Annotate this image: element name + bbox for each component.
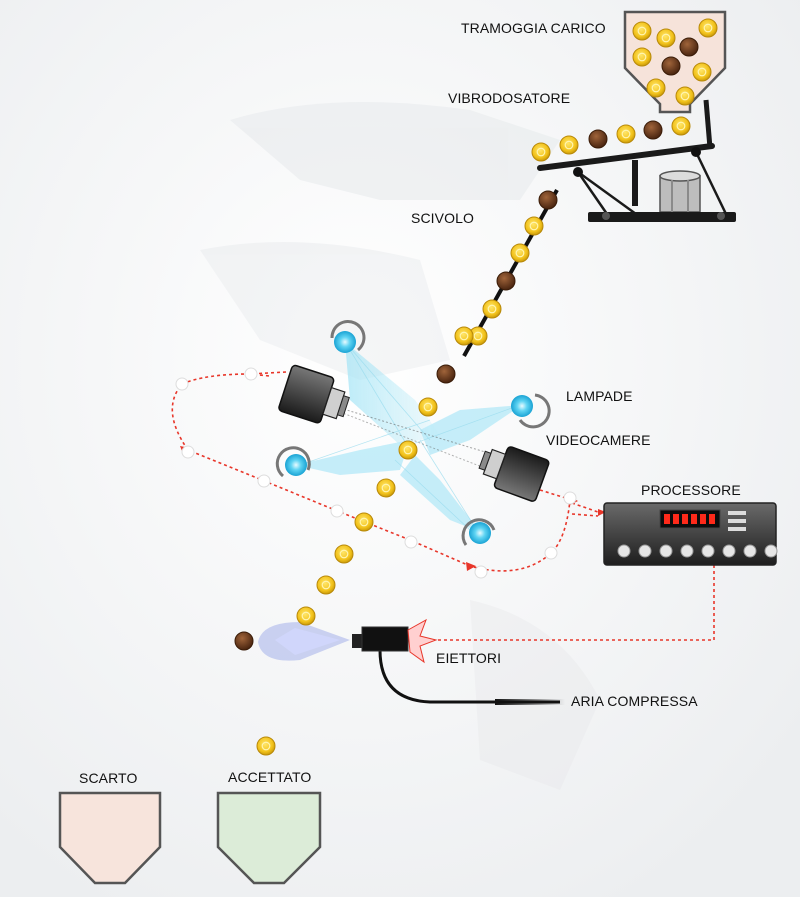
- video-camera: [278, 364, 350, 424]
- ejectors-label: EIETTORI: [436, 650, 502, 666]
- accepted-item: [510, 243, 530, 263]
- processor-unit: [603, 502, 778, 566]
- light-beams: [296, 341, 522, 533]
- reject-bin: [58, 791, 162, 885]
- video-camera: [478, 446, 550, 502]
- accepted-item: [334, 544, 354, 564]
- accepted-item: [296, 606, 316, 626]
- accepted-item: [559, 135, 579, 155]
- accepted-item: [632, 21, 652, 41]
- accepted-item: [482, 299, 502, 319]
- defective-item: [588, 129, 608, 149]
- hopper-label: TRAMOGGIA CARICO: [461, 20, 606, 36]
- defective-item: [496, 271, 516, 291]
- accepted-item: [675, 86, 695, 106]
- accepted-item: [656, 28, 676, 48]
- accepted-item: [616, 124, 636, 144]
- lamps-label: LAMPADE: [566, 388, 633, 404]
- lamp: [275, 446, 311, 478]
- lamp: [511, 393, 551, 429]
- defective-item: [538, 190, 558, 210]
- lamp: [461, 518, 496, 546]
- accepted-item: [646, 78, 666, 98]
- accepted-item: [524, 216, 544, 236]
- hopper-items: [632, 18, 718, 106]
- processor-knobs: [617, 544, 778, 558]
- chute-items: [454, 190, 558, 346]
- accepted-item: [354, 512, 374, 532]
- vibrating-feeder: [537, 99, 736, 222]
- accepted-item: [376, 478, 396, 498]
- accepted-item: [256, 736, 276, 756]
- lamp: [330, 320, 366, 353]
- processor-knob: [617, 544, 631, 558]
- accepted-item: [632, 47, 652, 67]
- defective-item: [436, 364, 456, 384]
- accepted-item: [418, 397, 438, 417]
- accepted-item: [692, 62, 712, 82]
- compressed-air-label: ARIA COMPRESSA: [571, 693, 698, 709]
- processor-knob: [680, 544, 694, 558]
- accepted-bin: [216, 791, 322, 885]
- cameras-label: VIDEOCAMERE: [546, 432, 651, 448]
- background-texture: [200, 102, 600, 790]
- processor-knob: [722, 544, 736, 558]
- accepted-item: [671, 116, 691, 136]
- air-blast: [258, 622, 350, 661]
- accepted-item: [698, 18, 718, 38]
- processor-knob: [659, 544, 673, 558]
- defective-item: [679, 37, 699, 57]
- accepted-item: [531, 142, 551, 162]
- defective-item: [661, 56, 681, 76]
- processor-knob: [743, 544, 757, 558]
- loading-hopper: [623, 10, 727, 114]
- processor-knob: [638, 544, 652, 558]
- accepted-item: [316, 575, 336, 595]
- chute-label: SCIVOLO: [411, 210, 474, 226]
- processor-label: PROCESSORE: [641, 482, 741, 498]
- processor-knob: [764, 544, 778, 558]
- reject-label: SCARTO: [79, 770, 138, 786]
- processor-display: [664, 514, 715, 524]
- signal-nodes: [175, 367, 577, 579]
- feeder-items: [531, 116, 691, 162]
- accepted-label: ACCETTATO: [228, 769, 312, 785]
- vibrator-label: VIBRODOSATORE: [448, 90, 571, 106]
- processor-knob: [701, 544, 715, 558]
- ejector-nozzle: [352, 618, 565, 705]
- accepted-item: [454, 326, 474, 346]
- defective-item: [643, 120, 663, 140]
- accepted-item: [398, 440, 418, 460]
- defective-item: [234, 631, 254, 651]
